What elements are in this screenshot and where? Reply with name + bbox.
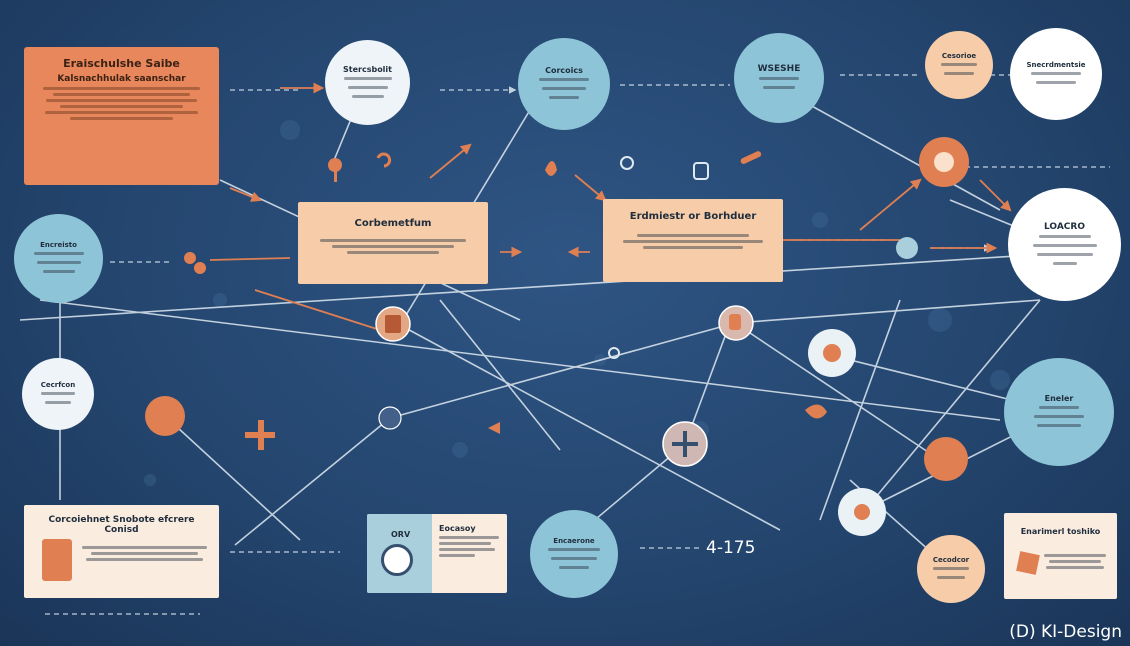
card-center-left: Corbemetfum — [298, 202, 488, 284]
circle-node-7-label: LOACRO — [1044, 221, 1085, 232]
circle-node-8: Cecrfcon — [22, 358, 94, 430]
circle-node-7: LOACRO — [1008, 188, 1121, 301]
circle-node-9-label: Eneler — [1044, 394, 1074, 403]
card-bottom-center: ORV Eocasoy — [367, 514, 507, 593]
circle-node-9: Eneler — [1004, 358, 1114, 466]
pin-icon — [328, 158, 342, 182]
bulb-icon — [620, 156, 634, 170]
globe-icon — [381, 544, 413, 576]
card-bottom-left-title: Corcoiehnet Snobote efcrere Conisd — [48, 515, 195, 535]
flame-icon — [545, 161, 557, 176]
card-top-left: Eraischulshe Saibe Kalsnachhulak saansch… — [24, 47, 219, 185]
circle-node-4: Cesorioe — [925, 31, 993, 99]
node-orange-left — [145, 396, 185, 436]
circle-node-2: Corcoics — [518, 38, 610, 130]
circle-node-3: WSESHE — [734, 33, 824, 123]
number-label: 4-175 — [706, 538, 756, 558]
circle-node-4-label: Cesorioe — [941, 52, 977, 60]
phone-icon — [693, 162, 709, 180]
circle-node-6-label: Encreisto — [40, 241, 77, 249]
circle-node-10: Encaerone — [530, 510, 618, 598]
card-center-left-title: Corbemetfum — [354, 218, 432, 229]
card-bottom-right-title: Enarimerl toshiko — [1020, 527, 1101, 536]
circle-node-1-label: Stercsbolit — [343, 64, 392, 74]
card-center-right-title: Erdmiestr or Borhduer — [629, 211, 757, 222]
cube-icon — [1016, 551, 1040, 575]
arrow-icon — [488, 422, 500, 434]
small-icons — [184, 151, 827, 450]
cross-icon — [245, 420, 275, 450]
circle-node-5-label: Snecrdmentsie — [1026, 61, 1086, 69]
circle-node-11-label: Cecodcor — [932, 556, 970, 564]
node-orange-lower — [924, 437, 968, 481]
node-small-dark — [378, 406, 402, 430]
card-bottom-center-badge-panel: ORV — [367, 514, 432, 593]
circle-node-10-label: Encaerone — [553, 536, 595, 545]
circle-node-3-label: WSESHE — [757, 64, 801, 74]
card-bottom-center-title: Eocasoy — [439, 524, 476, 533]
card-bottom-center-badge: ORV — [391, 530, 411, 539]
document-icon — [42, 539, 72, 581]
hook-icon — [376, 152, 392, 168]
card-top-left-title: Eraischulshe Saibe — [63, 57, 180, 70]
circle-node-6: Encreisto — [14, 214, 103, 303]
orange-arrows — [209, 82, 1012, 331]
gear-icon — [608, 347, 620, 359]
card-top-left-subtitle: Kalsnachhulak saanschar — [57, 74, 186, 84]
card-bottom-right: Enarimerl toshiko — [1004, 513, 1117, 599]
wrench-icon — [740, 151, 762, 164]
circle-node-11: Cecodcor — [917, 535, 985, 603]
dashed-lines — [45, 74, 1110, 615]
watermark: (D) KI-Design — [1009, 622, 1122, 642]
leaf-icon — [805, 404, 827, 419]
circle-node-5: Snecrdmentsie — [1010, 28, 1102, 120]
icon-nodes — [145, 137, 969, 536]
card-bottom-left: Corcoiehnet Snobote efcrere Conisd — [24, 505, 219, 598]
card-center-right: Erdmiestr or Borhduer — [603, 199, 783, 282]
scissors-icon — [184, 252, 206, 274]
circle-node-8-label: Cecrfcon — [40, 381, 76, 389]
circle-node-2-label: Corcoics — [545, 66, 583, 75]
circle-node-1: Stercsbolit — [325, 40, 410, 125]
node-teal-small — [896, 237, 918, 259]
